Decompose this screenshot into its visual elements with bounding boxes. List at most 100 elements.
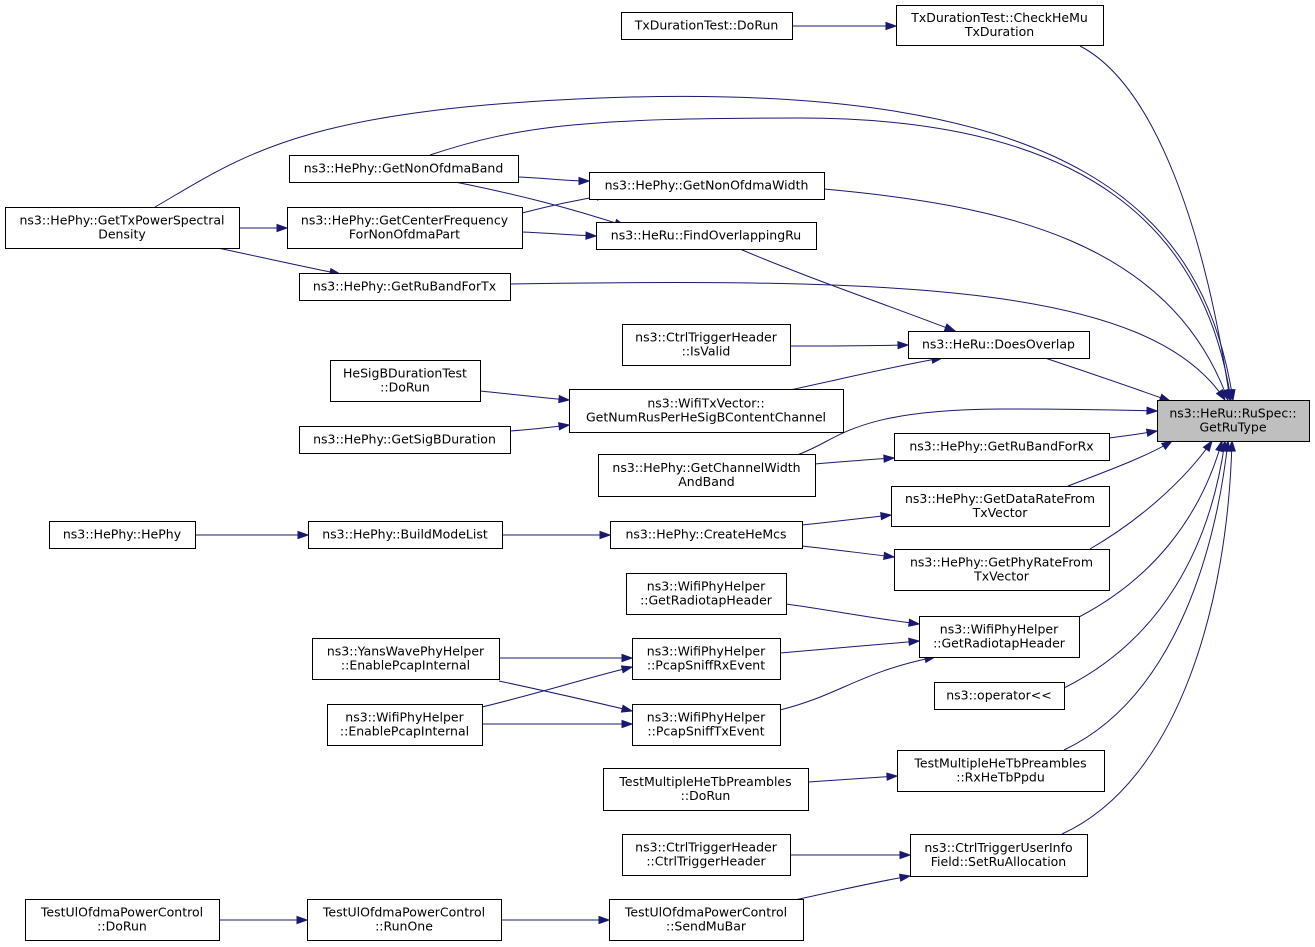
node-ctrltrig-ctor[interactable]: ns3::CtrlTriggerHeader::CtrlTriggerHeade…	[622, 834, 791, 876]
edge-getnonofdmaband-to-root	[429, 117, 1234, 402]
node-createhemcs[interactable]: ns3::HePhy::CreateHeMcs	[610, 521, 803, 549]
node-wph-radiotap-right[interactable]: ns3::WifiPhyHelper::GetRadiotapHeader	[919, 616, 1080, 658]
node-box	[289, 155, 519, 183]
edge-line	[801, 514, 892, 526]
arrowhead	[1145, 428, 1159, 437]
node-getnonofdmaband[interactable]: ns3::HePhy::GetNonOfdmaBand	[289, 155, 519, 183]
edge-getrubandforrx-to-root	[1108, 428, 1159, 439]
node-tulofdma-runone[interactable]: TestUlOfdmaPowerControl::RunOne	[307, 899, 502, 941]
node-label-line: TxDurationTest::CheckHeMu	[910, 10, 1088, 25]
arrowhead	[897, 341, 910, 350]
node-label-line: ns3::WifiPhyHelper	[940, 622, 1059, 637]
edge-findoverlap-to-doesoverlap	[739, 248, 957, 332]
arrowhead	[578, 176, 591, 186]
node-label-line: AndBand	[678, 474, 735, 489]
edge-tulofdma_runone-to-tulofdma_sendmubar	[500, 915, 611, 925]
node-getnonofdmawidth[interactable]: ns3::HePhy::GetNonOfdmaWidth	[589, 172, 825, 200]
arrowhead	[885, 21, 898, 31]
node-findoverlap[interactable]: ns3::HeRu::FindOverlappingRu	[596, 222, 817, 250]
node-box	[896, 5, 1104, 46]
node-box	[307, 899, 502, 941]
node-hesigb-dorun[interactable]: HeSigBDurationTest::DoRun	[330, 360, 481, 402]
arrowhead	[908, 618, 921, 627]
edge-createhemcs-to-getphyrate	[801, 545, 896, 560]
arrowhead	[585, 231, 598, 240]
edge-line	[154, 95, 1234, 401]
node-label-line: ns3::WifiTxVector::	[647, 396, 764, 411]
node-hephy-ctor[interactable]: ns3::HePhy::HePhy	[49, 521, 196, 549]
node-label-line: ns3::HePhy::GetPhyRateFrom	[910, 555, 1093, 570]
node-txdur-dorun[interactable]: TxDurationTest::DoRun	[621, 12, 793, 40]
edge-wph_enablepcap-to-pcapsnifftx	[481, 719, 634, 729]
node-label-line: ::DoRun	[380, 380, 430, 395]
node-setrualloc[interactable]: ns3::CtrlTriggerUserInfoField::SetRuAllo…	[910, 834, 1088, 877]
node-getrubandforrx[interactable]: ns3::HePhy::GetRuBandForRx	[894, 433, 1110, 461]
node-root[interactable]: ns3::HeRu::RuSpec::GetRuType	[1157, 400, 1310, 442]
node-label-line: TestMultipleHeTbPreambles	[913, 756, 1086, 771]
edge-line	[801, 545, 895, 558]
arrowhead	[598, 915, 611, 925]
node-pcapsniffrx[interactable]: ns3::WifiPhyHelper::PcapSniffRxEvent	[632, 638, 781, 680]
node-getrubandfortx[interactable]: ns3::HePhy::GetRuBandForTx	[299, 273, 511, 301]
arrowhead	[1227, 439, 1236, 452]
node-label-line: ns3::YansWavePhyHelper	[327, 644, 485, 659]
edge-line	[794, 875, 911, 901]
edge-createhemcs-to-getdatarate	[801, 511, 893, 526]
node-wph-enablepcap[interactable]: ns3::WifiPhyHelper::EnablePcapInternal	[327, 704, 483, 746]
node-box	[622, 324, 791, 366]
node-buildmodelist[interactable]: ns3::HePhy::BuildModeList	[308, 521, 503, 549]
node-getsigbdur[interactable]: ns3::HePhy::GetSigBDuration	[299, 426, 511, 454]
node-tmhtb-dorun[interactable]: TestMultipleHeTbPreambles::DoRun	[603, 768, 809, 811]
node-label-line: ns3::HePhy::GetTxPowerSpectral	[20, 213, 225, 228]
node-label-line: ::RxHeTbPpdu	[956, 770, 1045, 785]
arrowhead	[943, 323, 957, 332]
edge-line	[1063, 440, 1226, 689]
arrowhead	[620, 665, 634, 674]
node-doesoverlap[interactable]: ns3::HeRu::DoesOverlap	[908, 331, 1090, 359]
node-label-line: ::IsValid	[682, 344, 731, 359]
node-tulofdma-dorun[interactable]: TestUlOfdmaPowerControl::DoRun	[25, 899, 220, 941]
node-label-line: ::SendMuBar	[666, 919, 747, 934]
node-getnumrus[interactable]: ns3::WifiTxVector::GetNumRusPerHeSigBCon…	[569, 389, 844, 433]
node-ctrltrig-isvalid[interactable]: ns3::CtrlTriggerHeader::IsValid	[622, 324, 791, 366]
node-yans-enablepcap[interactable]: ns3::YansWavePhyHelper::EnablePcapIntern…	[312, 638, 500, 680]
edge-line	[479, 390, 570, 401]
node-box	[894, 549, 1110, 591]
node-box	[934, 682, 1065, 710]
edge-doesoverlap-to-root	[1044, 357, 1172, 402]
node-label-line: ::EnablePcapInternal	[340, 724, 469, 739]
edge-line	[814, 457, 895, 465]
edge-line	[785, 603, 920, 625]
node-label-line: ns3::operator<<	[946, 688, 1052, 703]
node-label-line: ns3::HePhy::BuildModeList	[322, 527, 488, 542]
node-label-line: TestMultipleHeTbPreambles	[618, 774, 791, 789]
node-tulofdma-sendmubar[interactable]: TestUlOfdmaPowerControl::SendMuBar	[609, 899, 804, 941]
node-operator-out[interactable]: ns3::operator<<	[934, 682, 1065, 710]
node-getcenterfreq[interactable]: ns3::HePhy::GetCenterFrequencyForNonOfdm…	[287, 207, 523, 249]
node-label-line: ns3::HePhy::GetDataRateFrom	[905, 491, 1095, 506]
edge-line	[1044, 357, 1171, 402]
arrowhead	[886, 772, 899, 781]
node-tmhtb-rx[interactable]: TestMultipleHeTbPreambles::RxHeTbPpdu	[897, 750, 1105, 792]
node-wph-radiotap-left[interactable]: ns3::WifiPhyHelper::GetRadiotapHeader	[626, 573, 787, 615]
arrowhead	[276, 223, 289, 233]
node-label-line: TestUlOfdmaPowerControl	[624, 905, 787, 920]
edge-ctrltrig_ctor-to-setrualloc	[790, 850, 912, 860]
node-box	[312, 638, 500, 680]
edge-ctrltrig_isvalid-to-doesoverlap	[789, 341, 910, 350]
edge-line	[823, 188, 1229, 401]
edge-line	[1061, 440, 1233, 835]
node-pcapsnifftx[interactable]: ns3::WifiPhyHelper::PcapSniffTxEvent	[632, 704, 781, 746]
node-label-line: Density	[98, 227, 146, 242]
edge-getchanwidth-to-root	[796, 406, 1159, 456]
node-label-line: ns3::WifiPhyHelper	[345, 710, 464, 725]
edge-line	[1078, 440, 1223, 618]
node-label-line: ns3::CtrlTriggerHeader	[635, 330, 778, 345]
node-label-line: GetNumRusPerHeSigBContentChannel	[586, 410, 826, 425]
arrowhead	[296, 915, 309, 925]
